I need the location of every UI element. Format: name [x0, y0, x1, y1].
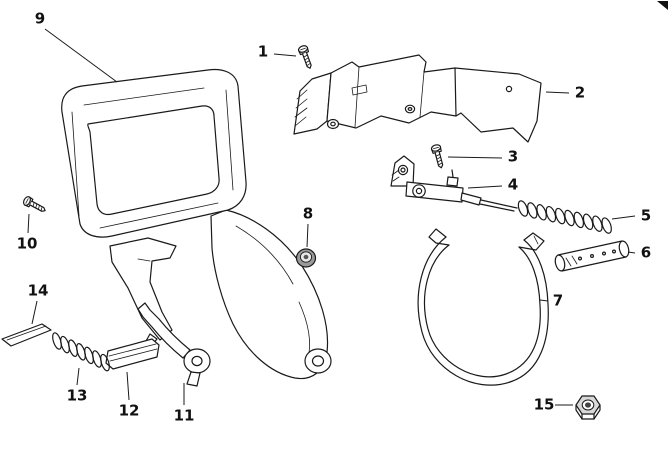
part-13-spring-drawing	[52, 332, 110, 372]
leader-line-4	[467, 185, 503, 189]
leader-line-7	[539, 299, 549, 302]
part-9-hand-guard-drawing	[61, 68, 332, 380]
leader-line-8	[306, 223, 309, 248]
part-8-grommet-drawing	[295, 248, 317, 268]
part-label-11: 11	[173, 406, 195, 425]
part-label-13: 13	[66, 386, 88, 405]
part-label-9: 9	[34, 9, 46, 28]
part-label-14: 14	[27, 281, 49, 300]
part-3-screw-drawing	[430, 143, 447, 170]
leader-line-3	[447, 156, 503, 159]
leader-line-5	[611, 215, 636, 220]
part-15-nut-drawing	[575, 395, 601, 420]
part-label-6: 6	[640, 243, 652, 262]
part-14-strip-drawing	[1, 323, 52, 347]
part-1-screw-drawing	[297, 44, 315, 71]
part-label-5: 5	[640, 206, 652, 225]
part-7-brake-band-drawing	[417, 228, 549, 386]
part-label-3: 3	[507, 147, 519, 166]
part-5-spring-drawing	[517, 200, 612, 234]
leader-line-1	[273, 53, 297, 57]
leader-line-12	[126, 371, 130, 401]
leader-line-6	[627, 251, 636, 254]
part-label-4: 4	[507, 175, 519, 194]
part-12-hex-block-drawing	[105, 333, 160, 370]
part-label-7: 7	[552, 291, 564, 310]
part-label-10: 10	[16, 234, 38, 253]
part-label-15: 15	[533, 395, 555, 414]
leader-line-2	[545, 91, 570, 94]
leader-line-10	[27, 213, 30, 234]
leader-line-9	[44, 28, 118, 83]
page-corner-mark	[657, 1, 668, 10]
part-10-screw-drawing	[21, 194, 48, 216]
part-label-1: 1	[257, 42, 269, 61]
part-4-clamp-drawing	[390, 155, 518, 212]
leader-line-13	[76, 367, 80, 386]
leader-line-14	[31, 300, 38, 325]
leader-lines	[27, 28, 636, 406]
part-label-12: 12	[118, 401, 140, 420]
part-label-2: 2	[574, 83, 586, 102]
part-2-cover-plate-drawing	[293, 54, 542, 143]
part-6-sleeve-drawing	[554, 240, 630, 272]
part-11-lever-drawing	[137, 302, 211, 387]
part-label-8: 8	[302, 204, 314, 223]
